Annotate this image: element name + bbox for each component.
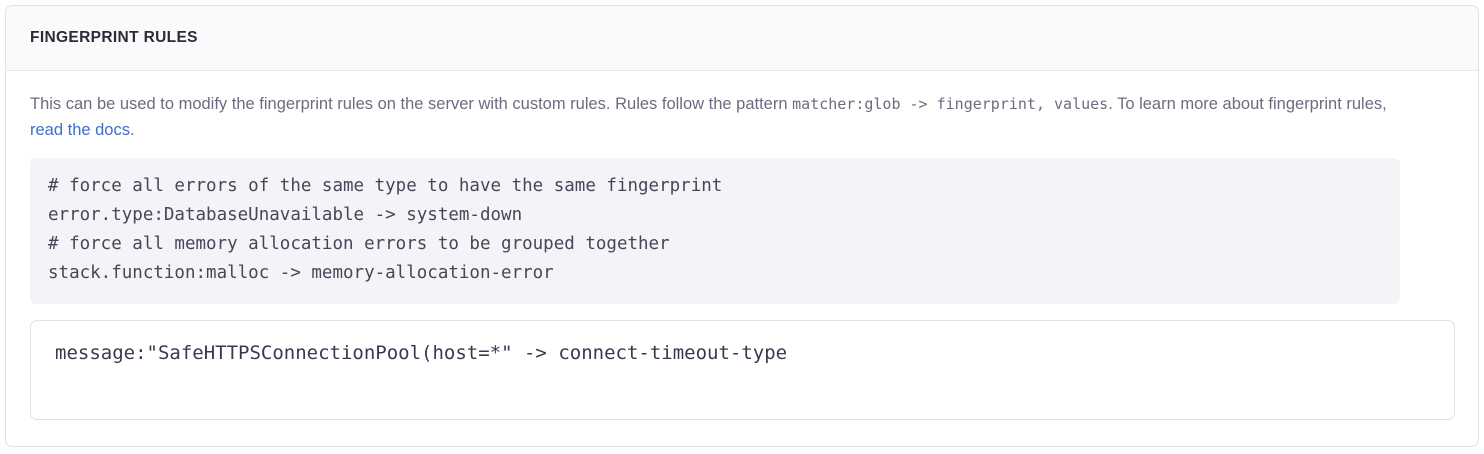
inline-code-pattern: matcher:glob -> fingerprint, values	[792, 95, 1109, 113]
fingerprint-rules-panel: FINGERPRINT RULES This can be used to mo…	[5, 5, 1479, 447]
description-text: This can be used to modify the fingerpri…	[30, 91, 1390, 143]
description-part-3: .	[129, 121, 135, 139]
fingerprint-rules-input[interactable]	[30, 320, 1455, 420]
page-title: FINGERPRINT RULES	[30, 29, 198, 46]
panel-body: This can be used to modify the fingerpri…	[6, 71, 1478, 420]
example-code-text: # force all errors of the same type to h…	[48, 176, 723, 283]
panel-header: FINGERPRINT RULES	[6, 6, 1478, 71]
example-code-block: # force all errors of the same type to h…	[30, 158, 1400, 304]
description-part-2: . To learn more about fingerprint rules,	[1108, 95, 1387, 113]
read-the-docs-link[interactable]: read the docs	[30, 121, 130, 139]
description-part-1: This can be used to modify the fingerpri…	[30, 95, 793, 113]
